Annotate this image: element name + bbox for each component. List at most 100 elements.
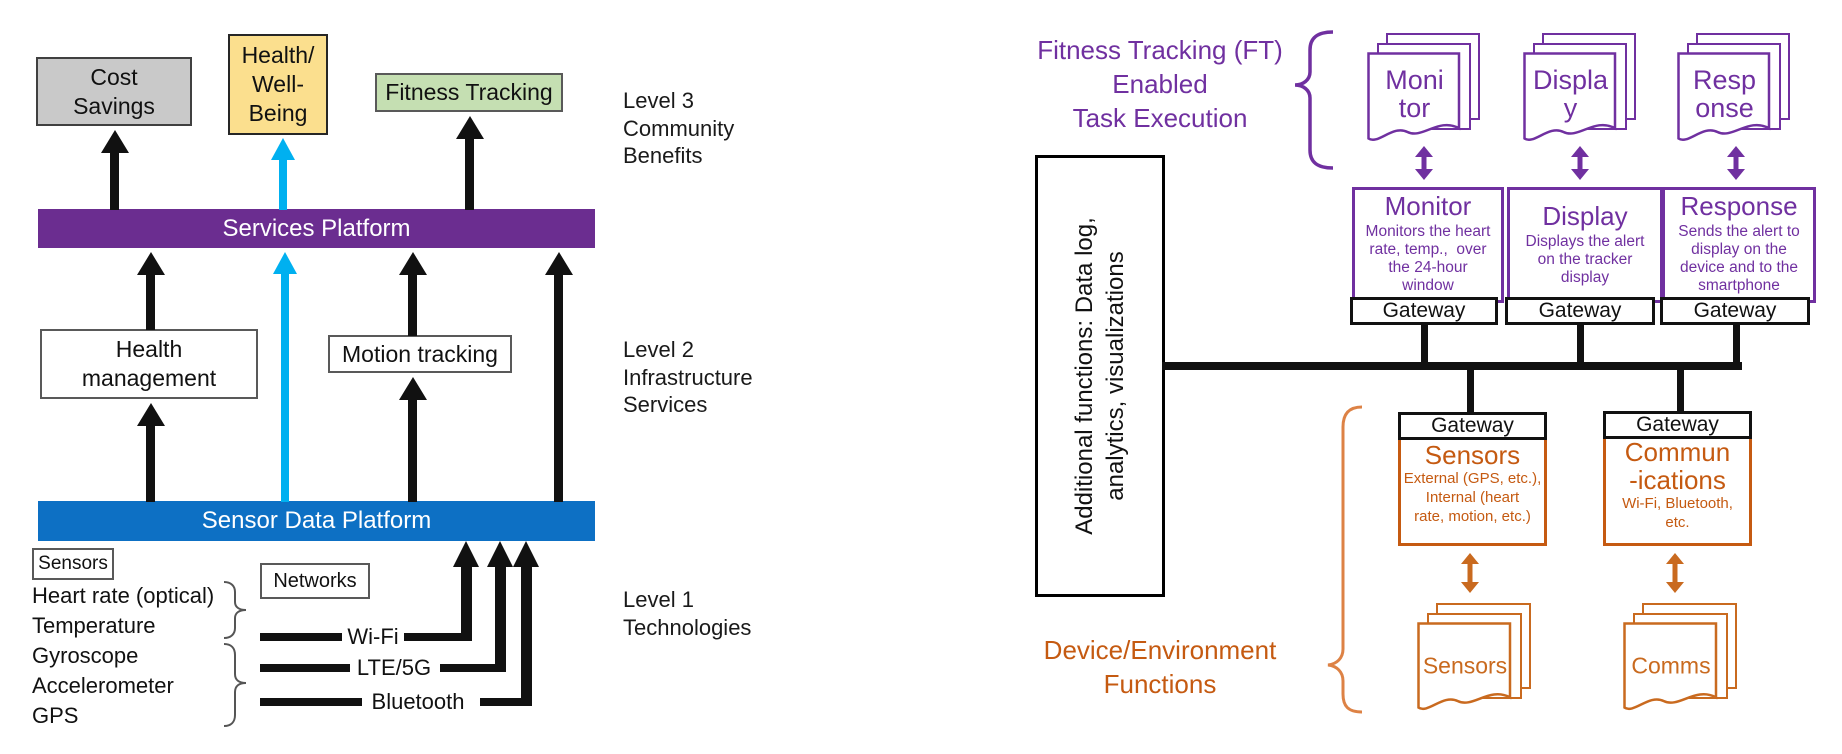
bluetooth-arrow-shaft (521, 566, 532, 706)
wifi-label: Wi-Fi (347, 624, 399, 649)
arrow-head-sensor-to-healthmgmt (137, 403, 165, 426)
arrow-head-to-fitness-tracking (456, 116, 484, 139)
health-management-box: Health management (40, 329, 258, 399)
sensors-description: External (GPS, etc.), Internal (heart ra… (1403, 470, 1542, 525)
lte-line-left (260, 664, 350, 672)
wifi-arrow-head (453, 541, 479, 567)
bluetooth-line-right (480, 698, 528, 706)
sensors-function-box: Sensors External (GPS, etc.), Internal (… (1398, 434, 1547, 546)
wifi-arrow-shaft (461, 566, 472, 641)
bluetooth-arrow-head (513, 541, 539, 567)
communications-title: Commun -ications (1624, 437, 1731, 496)
sensors-doc-stack-front-sheet (1417, 622, 1512, 711)
comms-doc-stack-front-sheet (1623, 622, 1718, 711)
arrow-shaft-sensor-to-motion (408, 398, 417, 502)
level-3-label: Level 3 Community Benefits (623, 88, 735, 168)
device-environment-heading: Device/Environment Functions (1043, 635, 1277, 699)
connector-monitor-gateway (1421, 319, 1428, 367)
display-function-box: Display Displays the alert on the tracke… (1507, 187, 1663, 303)
response-function-box: Response Sends the alert to display on t… (1662, 187, 1816, 303)
gateway-monitor: Gateway (1350, 297, 1498, 325)
gateway-sensors: Gateway (1398, 412, 1547, 440)
gateway-response: Gateway (1660, 297, 1810, 325)
response-doc-stack-front-sheet (1677, 52, 1771, 142)
arrow-shaft-motion-to-services (408, 273, 417, 336)
communications-description: Wi-Fi, Bluetooth, etc. (1622, 495, 1733, 531)
sensor-item-temperature: Temperature (32, 613, 156, 638)
arrow-head-sensor-to-motion (399, 377, 427, 400)
cyan-arrow-head-sensor-to-services (273, 252, 297, 274)
monitor-title: Monitor (1384, 191, 1472, 221)
communications-function-box: Commun -ications Wi-Fi, Bluetooth, etc. (1603, 433, 1752, 546)
monitor-doc-stack-label: Moni tor (1385, 64, 1444, 123)
arrow-shaft-sensor-to-services-right (554, 273, 563, 502)
lte-5g-label: LTE/5G (356, 655, 432, 680)
arrow-shaft-to-cost-savings (110, 151, 119, 210)
display-description: Displays the alert on the tracker displa… (1525, 232, 1645, 287)
lte-line-right (440, 664, 496, 672)
arrow-shaft-sensor-to-healthmgmt (146, 424, 155, 502)
services-platform-bar: Services Platform (38, 209, 595, 248)
display-doc-stack-label: Displa y (1532, 64, 1609, 123)
fitness-tracking-box: Fitness Tracking (375, 73, 563, 112)
sensors-title: Sensors (1424, 440, 1521, 470)
connector-comms-gateway (1677, 370, 1684, 413)
task-execution-brace (1294, 30, 1334, 170)
arrow-shaft-healthmgmt-to-services (146, 273, 155, 330)
response-title: Response (1680, 191, 1798, 221)
wifi-line-right (404, 633, 462, 641)
connector-display-gateway (1577, 319, 1584, 367)
bluetooth-label: Bluetooth (371, 689, 465, 714)
display-title: Display (1542, 201, 1628, 231)
display-doc-stack-front-sheet (1523, 52, 1617, 142)
gateway-display: Gateway (1505, 297, 1655, 325)
arrow-head-motion-to-services (399, 252, 427, 275)
additional-functions-box: Additional functions: Data log, analytic… (1035, 155, 1165, 597)
cyan-arrow-head-to-wellbeing (271, 138, 295, 160)
monitor-doc-stack: Moni tor (1367, 52, 1462, 145)
response-sync-arrow (1727, 146, 1745, 180)
connector-sensors-gateway (1467, 370, 1474, 414)
sensors-doc-stack-label: Sensors (1422, 652, 1508, 679)
lte-arrow-head (487, 541, 513, 567)
sensor-group-brace-top (223, 581, 247, 639)
ft-task-execution-heading: Fitness Tracking (FT) Enabled Task Execu… (1037, 35, 1283, 133)
arrow-shaft-to-fitness-tracking (465, 137, 474, 210)
level-2-label: Level 2 Infrastructure Services (623, 337, 753, 417)
health-wellbeing-box: Health/ Well- Being (228, 34, 328, 135)
motion-tracking-box: Motion tracking (328, 335, 512, 373)
device-environment-brace (1327, 405, 1363, 714)
response-doc-stack: Resp onse (1677, 52, 1772, 145)
lte-arrow-shaft (495, 566, 506, 672)
additional-functions-label: Additional functions: Data log, analytic… (1070, 217, 1129, 535)
sensor-item-accelerometer: Accelerometer (32, 673, 174, 698)
monitor-doc-stack-front-sheet (1367, 52, 1461, 142)
sensors-tag: Sensors (32, 548, 114, 580)
monitor-sync-arrow (1415, 146, 1433, 180)
comms-sync-arrow (1666, 553, 1684, 593)
sensors-doc-stack: Sensors (1417, 622, 1513, 714)
level-1-label: Level 1 Technologies (623, 587, 752, 640)
cyan-arrow-shaft-sensor-to-services (281, 272, 289, 502)
bus-line (1162, 362, 1742, 370)
sensor-data-platform-bar: Sensor Data Platform (38, 501, 595, 541)
response-description: Sends the alert to display on the device… (1678, 222, 1800, 295)
display-doc-stack: Displa y (1523, 52, 1618, 145)
arrow-head-sensor-to-services-right (545, 252, 573, 275)
sensors-sync-arrow (1461, 553, 1479, 593)
cyan-arrow-shaft-to-wellbeing (279, 158, 287, 210)
sensor-item-gyroscope: Gyroscope (32, 643, 139, 668)
networks-tag: Networks (260, 563, 370, 599)
cost-savings-box: Cost Savings (36, 57, 192, 126)
monitor-description: Monitors the heart rate, temp., over the… (1365, 222, 1491, 295)
sensor-item-heart-rate: Heart rate (optical) (32, 583, 215, 608)
display-sync-arrow (1571, 146, 1589, 180)
connector-response-gateway (1733, 319, 1740, 367)
arrow-head-to-cost-savings (101, 130, 129, 153)
response-doc-stack-label: Resp onse (1692, 64, 1757, 123)
comms-doc-stack-label: Comms (1631, 652, 1711, 679)
gateway-communications: Gateway (1603, 411, 1752, 439)
sensor-item-gps: GPS (32, 703, 79, 728)
arrow-head-healthmgmt-to-services (137, 252, 165, 275)
